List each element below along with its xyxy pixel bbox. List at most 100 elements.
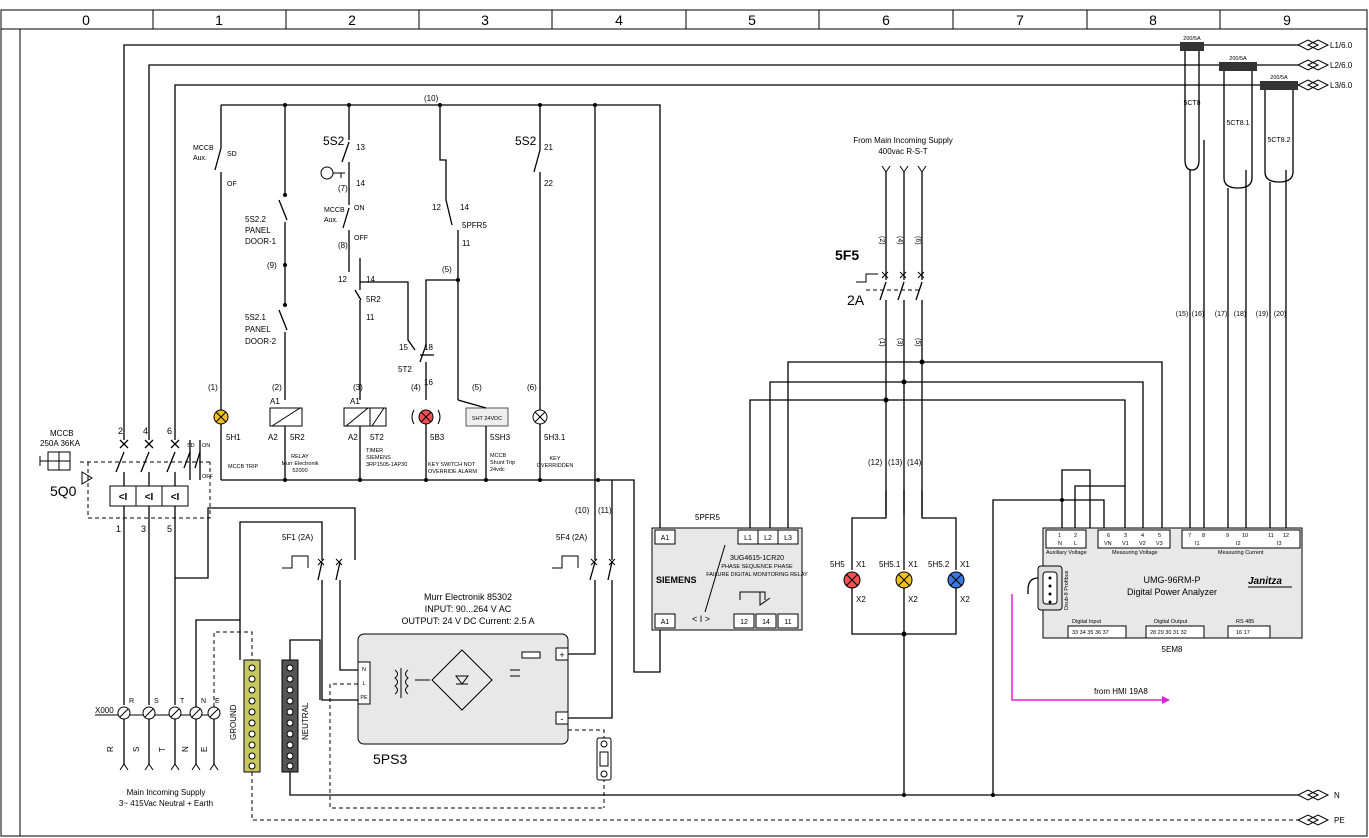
- relay-5r2-d1: RELAY: [291, 454, 309, 460]
- terminal-pe[interactable]: PE: [1296, 814, 1345, 826]
- keyswitch2-tag: 5S2: [515, 134, 537, 148]
- dsub-connector[interactable]: Dsub-9 Profibus: [1027, 565, 1070, 611]
- timer-5t2-a2: A2: [348, 433, 358, 442]
- pfr-top-a1: A1: [661, 535, 670, 542]
- an-c-8: 8: [1202, 533, 1205, 539]
- terminal-l2[interactable]: L2/6.0: [1296, 59, 1353, 71]
- relay-5r2[interactable]: A1 A2 5R2 RELAY Murr Electronik 52000: [268, 397, 319, 480]
- lamp-5h31[interactable]: 5H3.1 KEY OVERRIDDEN: [532, 409, 573, 480]
- mccb-aux2-l2: Aux.: [324, 217, 338, 224]
- shunt-d2: Shunt Trip: [490, 460, 515, 466]
- mccb-aux-label2: Aux.: [193, 155, 207, 162]
- an-aux-l: L: [1074, 541, 1077, 547]
- an-c-11: 11: [1268, 533, 1274, 539]
- mccb-aux-sd-label: SD: [227, 151, 237, 158]
- pfr-14: 14: [762, 619, 770, 626]
- wire-14: (14): [907, 458, 922, 467]
- supply-note-2: 400vac R-S-T: [878, 147, 927, 156]
- pfr-11: 11: [784, 619, 791, 626]
- ct8-label: 5CT8: [1183, 100, 1200, 107]
- timer-c15: 15: [399, 343, 408, 352]
- mccb-pole-5: 5: [167, 524, 172, 534]
- an-aux-1: 1: [1058, 533, 1061, 539]
- mccb-aux-on: ON: [202, 443, 210, 449]
- alarm-5b3[interactable]: 5B3 KEY SWITCH NOT OVERRIDE ALARM: [411, 409, 477, 480]
- an-cur-label: Measuring Current: [1218, 550, 1264, 556]
- an-i2: I2: [1236, 541, 1241, 547]
- timer-5t2[interactable]: A1 A2 5T2 TIMER SIEMENS 3RP1505-1AP30: [343, 397, 407, 480]
- terminal-l1[interactable]: L1/6.0: [1296, 39, 1353, 51]
- column-7: 7: [1016, 12, 1024, 28]
- mccb-aux2-on: ON: [354, 205, 365, 212]
- an-aux-n: N: [1058, 541, 1062, 547]
- lamp-5h51-x2: X2: [908, 595, 918, 604]
- f5-in-6: (6): [914, 236, 921, 245]
- pfr-mark: < I >: [692, 614, 710, 624]
- an-v1: V1: [1122, 541, 1129, 547]
- pfr-12: 12: [740, 619, 748, 626]
- ct82-rating: 200/5A: [1270, 75, 1288, 81]
- shunt-5sh3[interactable]: SHT 24VDC 5SH3 MCCB Shunt Trip 24vdc: [465, 407, 515, 480]
- lamp-5h51[interactable]: 5H5.1 X1 X2: [879, 560, 918, 604]
- mccb-aux-of-label: OF: [227, 181, 237, 188]
- r5r2-c14: 14: [366, 275, 375, 284]
- fuse-5f5-tag: 5F5: [835, 247, 859, 263]
- an-tag: 5EM8: [1162, 645, 1183, 654]
- f5-out-5: (5): [914, 338, 921, 347]
- lamp-5h5[interactable]: 5H5 X1 X2: [830, 560, 866, 604]
- door2-tag: 5S2.1: [245, 313, 266, 322]
- an-v-4: 4: [1141, 533, 1144, 539]
- lamp-5h1-desc: MCCB TRIP: [228, 464, 258, 470]
- wire-1: (1): [208, 383, 218, 392]
- fuse-5f1[interactable]: 5F1 (2A): [239, 521, 358, 701]
- psu-5ps3[interactable]: Murr Electronik 85302 INPUT: 90...264 V …: [357, 592, 569, 767]
- pfr-bot-a1: A1: [661, 619, 670, 626]
- psu-l2: INPUT: 90...264 V AC: [425, 604, 512, 614]
- r5r2-tag: 5R2: [366, 295, 381, 304]
- an-v3: V3: [1156, 541, 1163, 547]
- f5-in-4: (4): [896, 236, 903, 245]
- terminal-l3-label: L3/6.0: [1330, 81, 1353, 90]
- lamp-5h5-x1: X1: [856, 560, 866, 569]
- lamp-5h52[interactable]: 5H5.2 X1 X2: [928, 560, 970, 604]
- leg-t: T: [158, 747, 167, 752]
- diode-module: [596, 737, 612, 781]
- phase-relay-5pfr5[interactable]: 5PFR5 A1 L1 L2 L3 3UG4615-1CR20 PHASE SE…: [651, 513, 808, 631]
- mccb-aux2-off: OFF: [354, 235, 368, 242]
- wire-10-top: (10): [424, 94, 439, 103]
- mccb-5q0[interactable]: MCCB 250A 36KA 5Q0 2 4 6 <I <I <I 1 3 5: [39, 426, 214, 705]
- svg-text:<I: <I: [171, 492, 180, 503]
- column-header: 0 1 2 3 4 5 6 7 8 9: [0, 9, 1368, 837]
- lamp-5h52-x1: X1: [960, 560, 970, 569]
- terminal-l3[interactable]: L3/6.0: [1296, 79, 1353, 91]
- fuse-5f4[interactable]: 5F4 (2A) (10) (11): [552, 506, 616, 719]
- column-5: 5: [748, 12, 756, 28]
- fuse-5f5[interactable]: 5F5 2A: [835, 247, 925, 308]
- analyzer-5em8[interactable]: 1 2 N L Auxiliary Voltage 6 3 4 5 VN V1 …: [1027, 527, 1303, 654]
- leg-e: E: [200, 747, 209, 752]
- lamp-5h31-d1: KEY: [549, 456, 560, 462]
- column-0: 0: [82, 12, 90, 28]
- lamp-5h52-tag: 5H5.2: [928, 560, 950, 569]
- an-vn: VN: [1104, 541, 1112, 547]
- wire-15: (15): [1176, 311, 1188, 318]
- an-v2: V2: [1139, 541, 1146, 547]
- column-4: 4: [615, 12, 623, 28]
- wire-13: (13): [888, 458, 903, 467]
- terminal-n[interactable]: N: [1296, 789, 1340, 801]
- wire-19: (19): [1256, 311, 1268, 318]
- f5-out-1: (1): [878, 338, 885, 347]
- wire-4: (4): [411, 383, 421, 392]
- column-3: 3: [481, 12, 489, 28]
- mccb-pole-1: 1: [116, 524, 121, 534]
- incoming-note-2: 3~ 415Vac Neutral + Earth: [119, 799, 213, 808]
- timer-c16: 16: [424, 378, 433, 387]
- psu-l3: OUTPUT: 24 V DC Current: 2.5 A: [401, 616, 534, 626]
- lamp-5h1[interactable]: 5H1 MCCB TRIP: [213, 409, 258, 480]
- terminal-l1-label: L1/6.0: [1330, 41, 1353, 50]
- f5-out-3: (3): [896, 338, 903, 347]
- wire-20: (20): [1274, 311, 1286, 318]
- column-8: 8: [1149, 12, 1157, 28]
- an-volt-label: Measuring Voltage: [1112, 550, 1158, 556]
- mccb-aux-off: OFF: [202, 474, 214, 480]
